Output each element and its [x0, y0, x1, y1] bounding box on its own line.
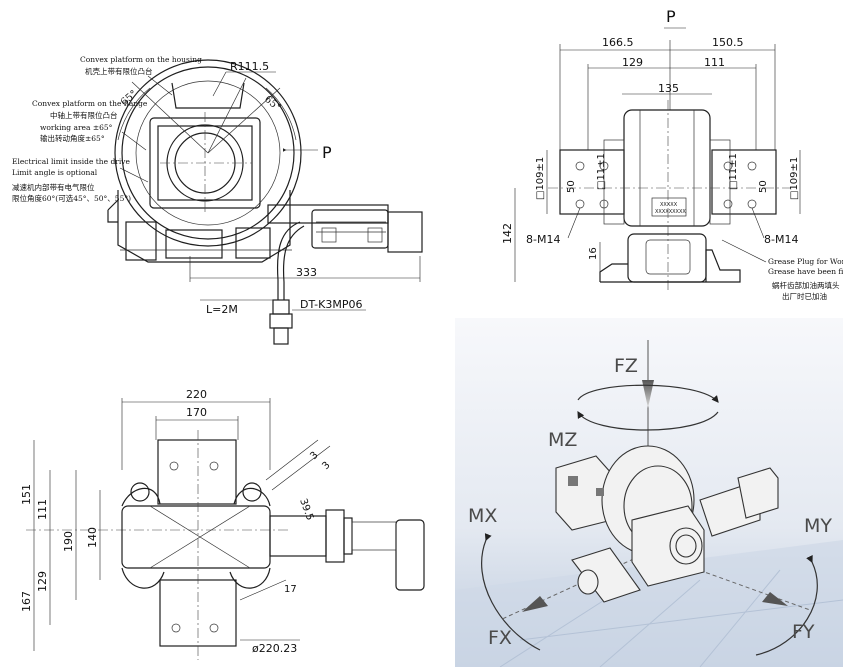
elimit-cn1: 减速机内部带有电气限位: [12, 182, 95, 192]
dia-label: ø220.23: [252, 642, 297, 655]
dim-150: 150.5: [712, 36, 744, 49]
view-p-label: P: [666, 7, 676, 26]
working-area-cn: 输出转动角度±65°: [40, 133, 105, 143]
m14-right: 8-M14: [764, 233, 798, 246]
m14-left: 8-M14: [526, 233, 560, 246]
radius-label: R111.5: [230, 60, 269, 73]
d50-left: 50: [566, 180, 577, 193]
cable-length: L=2M: [206, 303, 238, 316]
ang-3a: 3: [308, 450, 320, 462]
h-190: 190: [62, 531, 75, 552]
sq-left: □109±1: [535, 157, 546, 200]
dim-220: 220: [186, 388, 207, 401]
length-333: 333: [296, 266, 317, 279]
connector-label: DT-K3MP06: [300, 298, 362, 311]
h-140: 140: [86, 527, 99, 548]
sq-right: □109±1: [789, 157, 800, 200]
elimit-label: Electrical limit inside the drive: [12, 157, 130, 166]
elimit-cn2: 限位角度60°(可选45°、50°、55°): [12, 193, 131, 203]
grease-en1: Grease Plug for Worm: [768, 257, 843, 266]
dim-170: 170: [186, 406, 207, 419]
flange-label-cn: 中轴上带有限位凸台: [50, 110, 118, 120]
angle-right: 65°: [262, 94, 283, 114]
plate-line2: XXXXXXXXX: [655, 209, 686, 215]
axis-mx: MX: [468, 505, 497, 527]
h-151: 151: [20, 484, 33, 505]
dim-129: 129: [622, 56, 643, 69]
housing-label: Convex platform on the housing: [80, 55, 202, 64]
ang-39: 39.5: [297, 497, 315, 522]
dim-166: 166.5: [602, 36, 634, 49]
ang-3b: 3: [320, 460, 332, 472]
front-view-panel: P 166.5 150.5 129 111 135 XXXXX XXXXXXXX…: [501, 7, 843, 301]
sq11-right: □11±1: [728, 153, 739, 190]
h-111: 111: [36, 499, 49, 520]
axis-fz: FZ: [614, 355, 638, 377]
axis-fx: FX: [488, 627, 512, 649]
dim-17: 17: [284, 584, 297, 595]
housing-label-cn: 机壳上带有限位凸台: [85, 66, 153, 76]
d50-right: 50: [758, 180, 769, 193]
axis-mz: MZ: [548, 429, 577, 451]
h-167: 167: [20, 591, 33, 612]
plate-line1: XXXXX: [660, 202, 678, 208]
iso-view-panel: FZ MZ MX MY FX FY: [455, 318, 843, 667]
grease-en2: Grease have been filled: [768, 267, 843, 276]
grease-cn1: 蜗杆齿部加油两填头: [772, 280, 840, 290]
height-16: 16: [588, 247, 599, 260]
grease-cn2: 出厂时已加油: [782, 291, 827, 301]
dim-135: 135: [658, 82, 679, 95]
top-view-panel: 220 170 151 111 190 140 129 167: [20, 388, 425, 660]
axis-my: MY: [804, 515, 832, 537]
h-129: 129: [36, 571, 49, 592]
axis-fy: FY: [792, 621, 815, 643]
side-view-panel: Convex platform on the housing 机壳上带有限位凸台…: [12, 55, 423, 345]
working-area-label: working area ±65°: [40, 123, 113, 132]
dim-111: 111: [704, 56, 725, 69]
arrow-p-label: P: [322, 143, 332, 162]
sq11-left: □11±1: [596, 153, 607, 190]
flange-label: Convex platform on the flange: [32, 99, 148, 108]
height-142: 142: [501, 223, 514, 244]
elimit-optional: Limit angle is optional: [12, 168, 98, 177]
